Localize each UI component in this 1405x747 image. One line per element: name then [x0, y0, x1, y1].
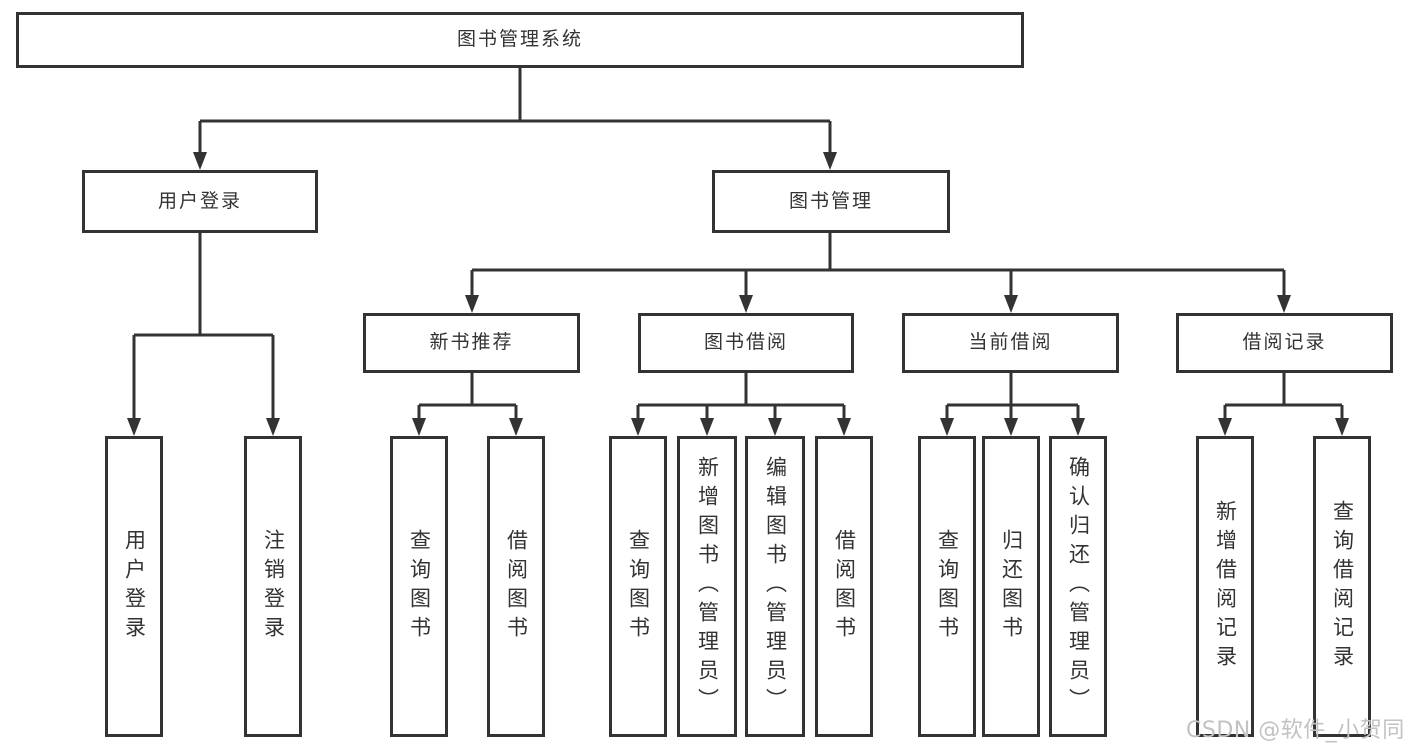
- node-root: 图书管理系统: [16, 12, 1024, 68]
- leaf-return-book: 归还图书: [982, 436, 1040, 737]
- watermark: CSDN @软件_小贺同学: [1186, 718, 1405, 743]
- leaf-query-book-borrow: 查询图书: [609, 436, 667, 737]
- node-book-borrow: 图书借阅: [638, 313, 854, 373]
- leaf-borrow-book: 借阅图书: [815, 436, 873, 737]
- leaf-confirm-return-admin: 确认归还（管理员）: [1049, 436, 1107, 737]
- leaf-query-book-current: 查询图书: [918, 436, 976, 737]
- node-new-book-recommend: 新书推荐: [363, 313, 580, 373]
- node-borrow-records: 借阅记录: [1176, 313, 1393, 373]
- node-book-management: 图书管理: [712, 170, 950, 233]
- leaf-query-book-recommend: 查询图书: [390, 436, 448, 737]
- node-current-borrow: 当前借阅: [902, 313, 1119, 373]
- leaf-edit-book-admin: 编辑图书（管理员）: [745, 436, 805, 737]
- leaf-add-borrow-record: 新增借阅记录: [1196, 436, 1254, 737]
- leaf-add-book-admin: 新增图书（管理员）: [677, 436, 737, 737]
- leaf-user-login: 用户登录: [105, 436, 163, 737]
- leaf-query-borrow-record: 查询借阅记录: [1313, 436, 1371, 737]
- node-user-login: 用户登录: [82, 170, 318, 233]
- leaf-borrow-book-recommend: 借阅图书: [487, 436, 545, 737]
- leaf-logout: 注销登录: [244, 436, 302, 737]
